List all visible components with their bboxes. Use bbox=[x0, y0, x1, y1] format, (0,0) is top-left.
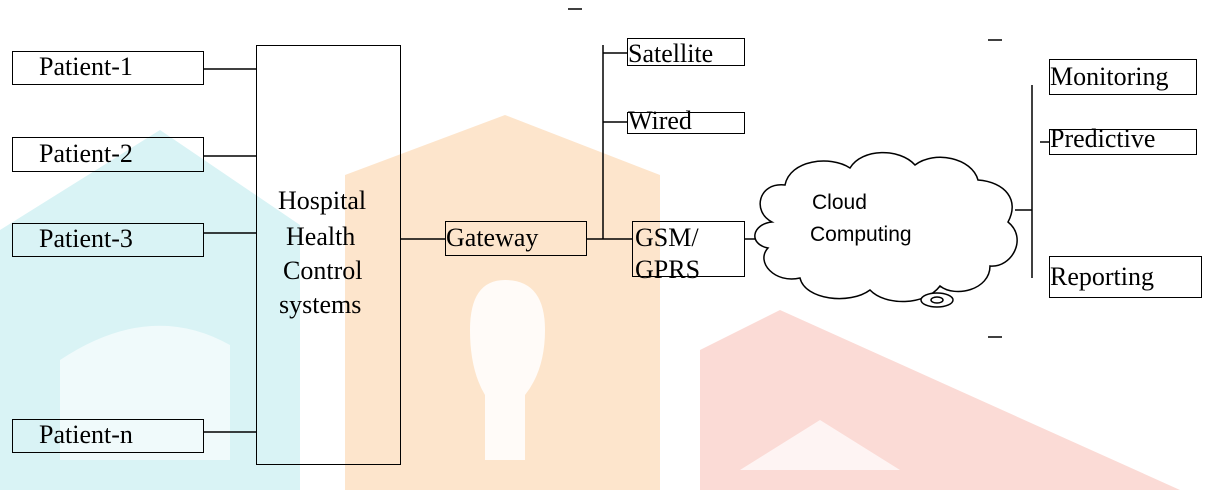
control-line-4: systems bbox=[279, 290, 362, 319]
predictive-box: Predictive bbox=[1049, 124, 1197, 155]
patient-3-box: Patient-3 bbox=[12, 223, 204, 257]
control-line-2: Health bbox=[286, 222, 356, 251]
gprs-label: GPRS bbox=[635, 255, 701, 284]
cloud-label-line-2: Computing bbox=[810, 223, 912, 246]
reporting-label: Reporting bbox=[1050, 262, 1154, 291]
wired-box: Wired bbox=[627, 108, 745, 134]
patient-n-label: Patient-n bbox=[39, 420, 133, 449]
cloud-label-line-1: Cloud bbox=[812, 191, 867, 214]
monitoring-label: Monitoring bbox=[1050, 62, 1169, 91]
watermark-circle-shape bbox=[60, 325, 230, 460]
patient-3-label: Patient-3 bbox=[39, 224, 133, 253]
hospital-control-box: Hospital Health Control systems bbox=[256, 45, 401, 465]
predictive-label: Predictive bbox=[1050, 124, 1156, 153]
patient-2-box: Patient-2 bbox=[12, 137, 204, 172]
monitoring-box: Monitoring bbox=[1049, 59, 1197, 95]
patient-1-label: Patient-1 bbox=[39, 52, 133, 81]
cloud-outline bbox=[755, 153, 1017, 302]
patient-1-box: Patient-1 bbox=[12, 51, 204, 85]
cloud-bubble-small bbox=[930, 296, 944, 304]
satellite-label: Satellite bbox=[628, 39, 714, 68]
control-line-1: Hospital bbox=[278, 186, 367, 215]
gateway-label: Gateway bbox=[446, 223, 539, 252]
satellite-box: Satellite bbox=[627, 38, 745, 68]
gateway-box: Gateway bbox=[445, 221, 587, 256]
patient-n-box: Patient-n bbox=[12, 419, 204, 453]
watermark-bulb-shape bbox=[470, 280, 545, 460]
gsm-label: GSM/ bbox=[635, 223, 699, 252]
watermark-book-shape bbox=[740, 420, 900, 470]
patient-2-label: Patient-2 bbox=[39, 139, 133, 168]
wired-label: Wired bbox=[628, 106, 692, 135]
gsm-gprs-box: GSM/ GPRS bbox=[632, 221, 745, 283]
reporting-box: Reporting bbox=[1049, 256, 1202, 298]
control-line-3: Control bbox=[283, 256, 363, 285]
